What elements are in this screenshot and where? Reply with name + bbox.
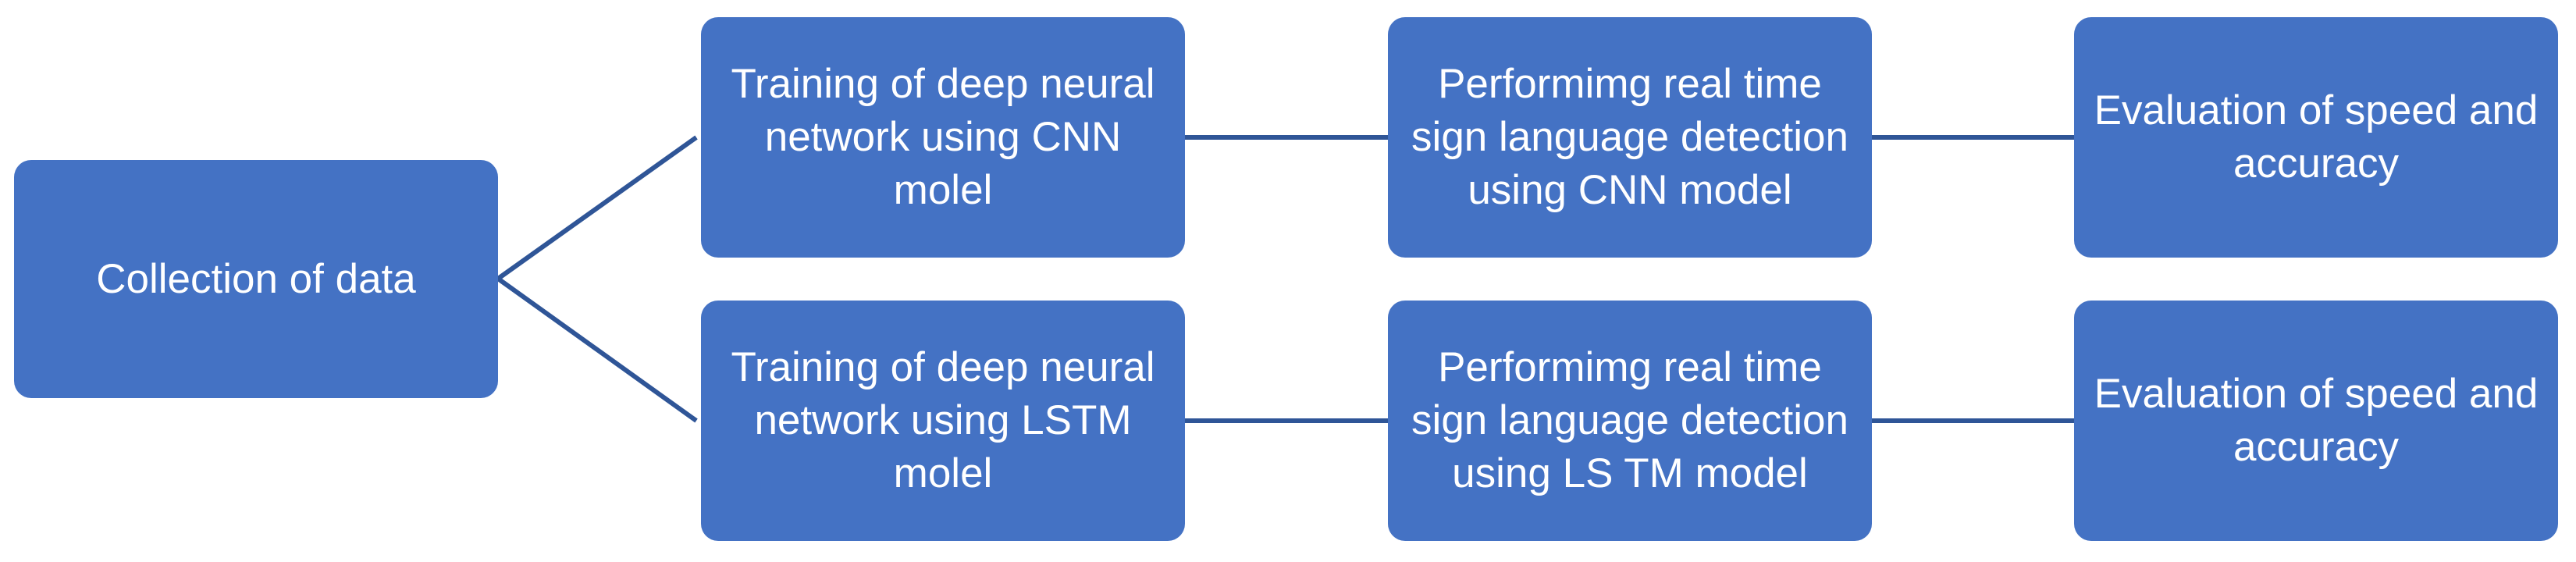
- node-train-lstm: Training of deep neural network using LS…: [701, 301, 1185, 541]
- node-label: Evaluation of speed and accuracy: [2094, 371, 2539, 470]
- node-label: Performimg real time sign language detec…: [1411, 344, 1848, 496]
- connector-collection-to-train-lstm: [496, 276, 698, 423]
- node-train-cnn: Training of deep neural network using CN…: [701, 17, 1185, 258]
- node-label: Collection of data: [96, 255, 416, 302]
- node-detect-lstm: Performimg real time sign language detec…: [1388, 301, 1872, 541]
- node-label: Training of deep neural network using LS…: [731, 344, 1155, 496]
- node-collection-of-data: Collection of data: [14, 160, 498, 398]
- node-detect-cnn: Performimg real time sign language detec…: [1388, 17, 1872, 258]
- connector-collection-to-train-cnn: [496, 135, 698, 281]
- node-label: Evaluation of speed and accuracy: [2094, 87, 2539, 187]
- node-eval-lstm: Evaluation of speed and accuracy: [2074, 301, 2558, 541]
- node-label: Performimg real time sign language detec…: [1411, 61, 1848, 213]
- node-eval-cnn: Evaluation of speed and accuracy: [2074, 17, 2558, 258]
- node-label: Training of deep neural network using CN…: [731, 61, 1155, 213]
